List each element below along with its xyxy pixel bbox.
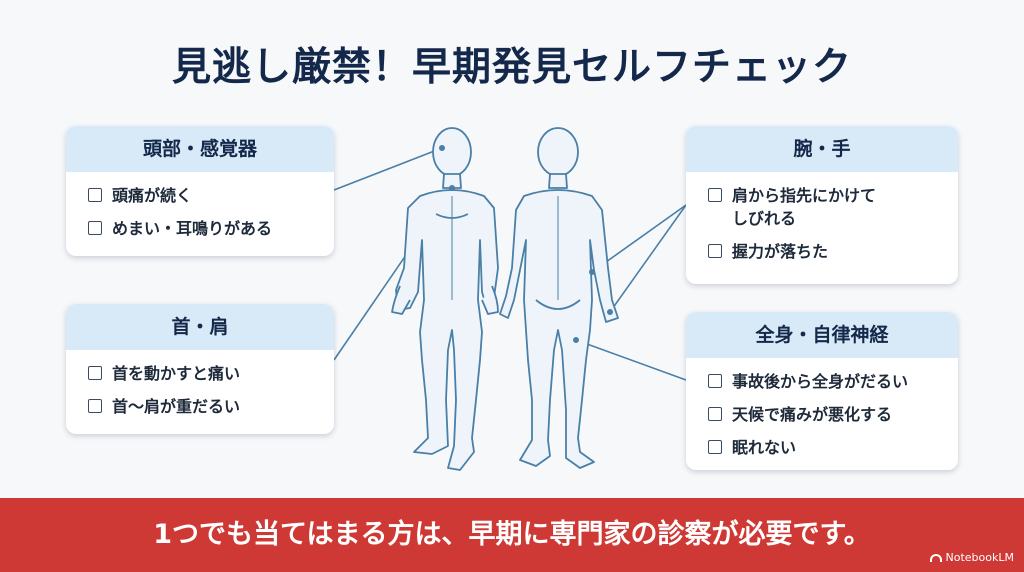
back-figure bbox=[499, 127, 619, 469]
connector-arm-hand bbox=[609, 204, 687, 313]
marker-arm-upper bbox=[589, 269, 595, 275]
checkbox[interactable] bbox=[88, 188, 102, 202]
checklist-item-label: 事故後から全身がだるい bbox=[732, 372, 909, 391]
checkbox[interactable] bbox=[88, 221, 102, 235]
checklist-item-label: 眠れない bbox=[732, 438, 797, 457]
checklist-item-label: めまい・耳鳴りがある bbox=[112, 219, 273, 238]
page-title: 見逃し厳禁！早期発見セルフチェック bbox=[171, 45, 852, 90]
checkbox[interactable] bbox=[88, 366, 102, 380]
logo-text: NotebookLM bbox=[945, 551, 1014, 564]
connector-head bbox=[333, 147, 443, 191]
front-figure bbox=[391, 127, 499, 471]
checklist-item[interactable]: 頭痛が続く bbox=[88, 184, 334, 207]
checklist-item-label: 肩から指先にかけて bbox=[732, 186, 877, 205]
card-arm-hand: 腕・手 肩から指先にかけて しびれる 握力が落ちた bbox=[686, 126, 958, 284]
checklist-item[interactable]: 眠れない bbox=[708, 436, 958, 459]
notebooklm-logo: NotebookLM bbox=[929, 551, 1014, 564]
checklist-item[interactable]: 握力が落ちた bbox=[708, 240, 958, 263]
checklist-item-label: しびれる bbox=[732, 209, 797, 228]
card-heading: 腕・手 bbox=[686, 126, 958, 172]
checklist-item-label: 首〜肩が重だるい bbox=[112, 397, 241, 416]
card-whole-body-autonomic: 全身・自律神経 事故後から全身がだるい 天候で痛みが悪化する 眠れない bbox=[686, 312, 958, 470]
checklist-item[interactable]: 首を動かすと痛い bbox=[88, 362, 334, 385]
checkbox[interactable] bbox=[708, 440, 722, 454]
marker-arm-hand bbox=[607, 309, 613, 315]
checkbox[interactable] bbox=[708, 244, 722, 258]
checkbox[interactable] bbox=[708, 374, 722, 388]
card-head-senses: 頭部・感覚器 頭痛が続く めまい・耳鳴りがある bbox=[66, 126, 334, 256]
logo-icon bbox=[929, 553, 942, 562]
checklist-item[interactable]: 肩から指先にかけて bbox=[708, 184, 958, 207]
card-neck-shoulder: 首・肩 首を動かすと痛い 首〜肩が重だるい bbox=[66, 304, 334, 434]
footer-banner: 1つでも当てはまる方は、早期に専門家の診察が必要です。 NotebookLM bbox=[0, 498, 1024, 572]
connector-body bbox=[575, 339, 687, 381]
marker-head bbox=[439, 145, 445, 151]
checklist-item-label: 天候で痛みが悪化する bbox=[732, 405, 893, 424]
checkbox[interactable] bbox=[708, 407, 722, 421]
connector-lines bbox=[333, 147, 687, 381]
card-heading: 首・肩 bbox=[66, 304, 334, 350]
checklist-item-label: 頭痛が続く bbox=[112, 186, 193, 205]
checklist-item-label: 握力が落ちた bbox=[732, 242, 829, 261]
marker-neck bbox=[449, 185, 455, 191]
card-heading: 頭部・感覚器 bbox=[66, 126, 334, 172]
checklist-item[interactable]: 事故後から全身がだるい bbox=[708, 370, 958, 393]
marker-body bbox=[573, 337, 579, 343]
checkbox[interactable] bbox=[88, 399, 102, 413]
checklist-item[interactable]: めまい・耳鳴りがある bbox=[88, 217, 334, 240]
banner-message: 1つでも当てはまる方は、早期に専門家の診察が必要です。 bbox=[153, 519, 871, 550]
checklist-item[interactable]: 天候で痛みが悪化する bbox=[708, 403, 958, 426]
checkbox[interactable] bbox=[708, 188, 722, 202]
checklist-item-label: 首を動かすと痛い bbox=[112, 364, 241, 383]
checklist-item-continuation: しびれる bbox=[708, 207, 958, 230]
checklist-item[interactable]: 首〜肩が重だるい bbox=[88, 395, 334, 418]
card-heading: 全身・自律神経 bbox=[686, 312, 958, 358]
